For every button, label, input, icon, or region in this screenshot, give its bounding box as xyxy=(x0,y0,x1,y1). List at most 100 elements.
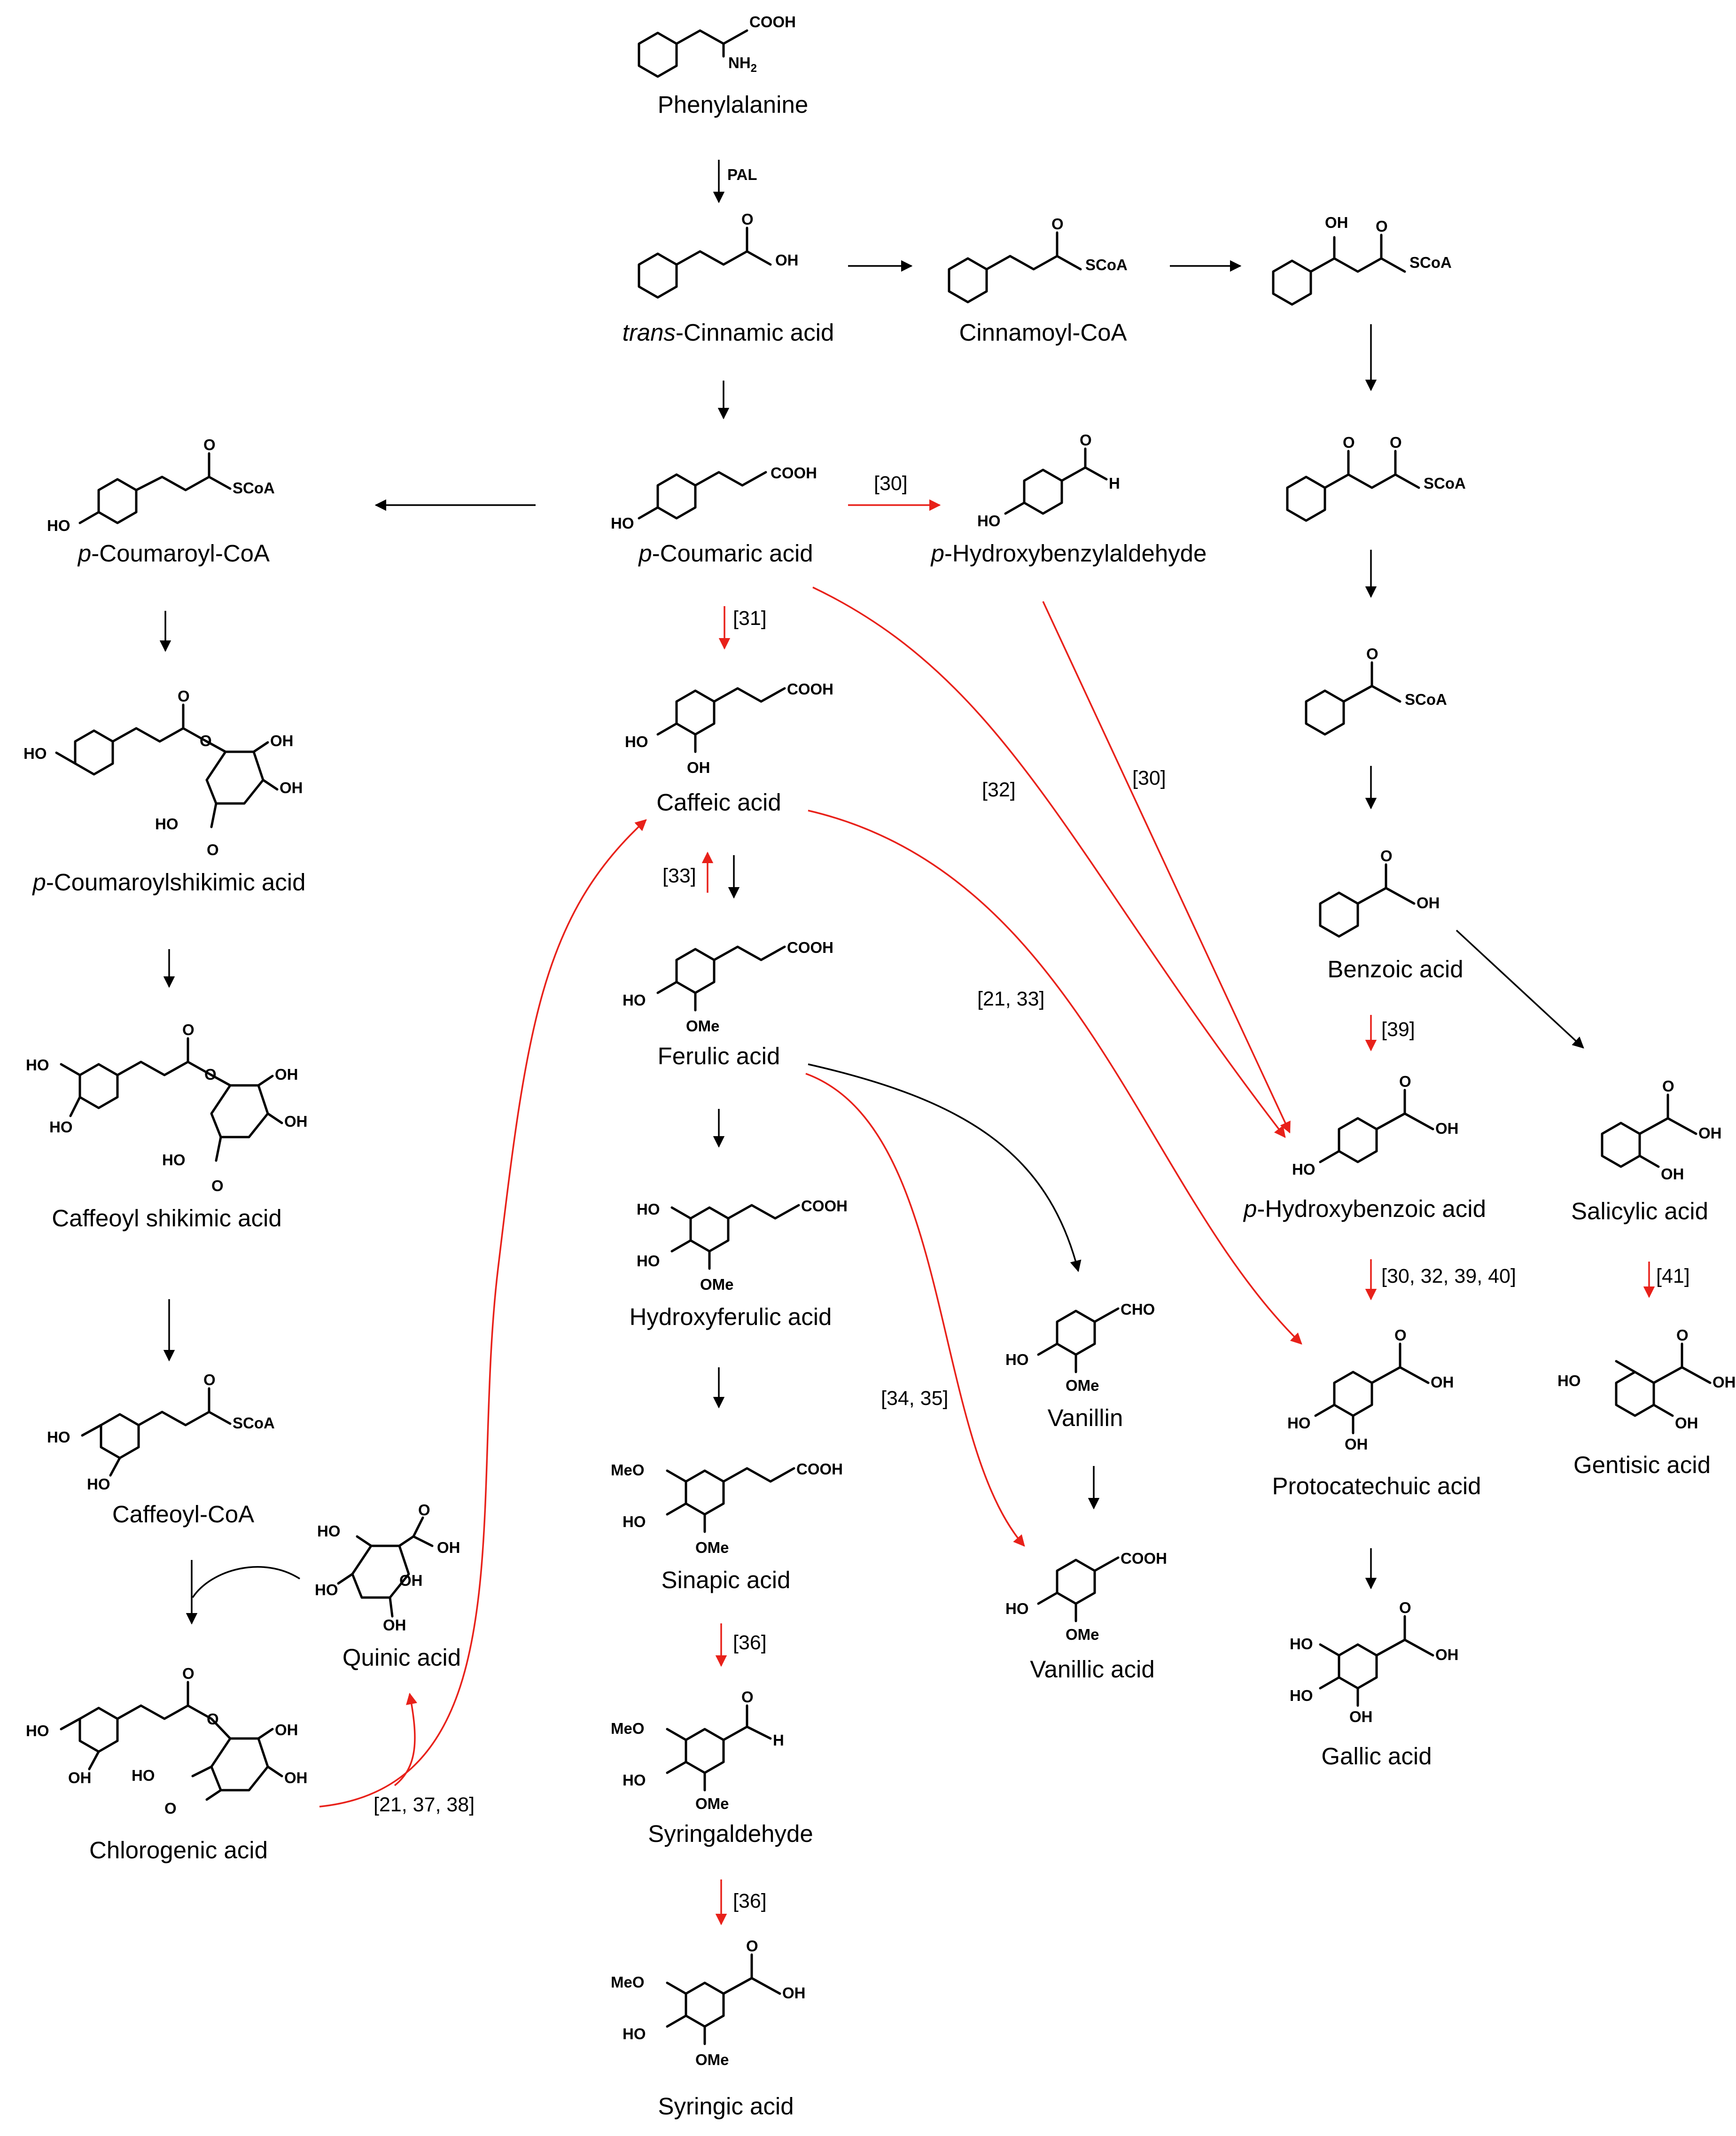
pcoucoa-ho: HO xyxy=(47,517,70,534)
pcoucoa-scoa: SCoA xyxy=(233,479,275,497)
structure-p-coumaroylshikimic: O O HO OH OH HO O xyxy=(23,687,303,858)
phe-cooh: COOH xyxy=(749,13,796,31)
phbald-o: O xyxy=(1080,431,1092,449)
qa-oh3: OH xyxy=(383,1616,406,1634)
label-caffeoyl-coa: Caffeoyl-CoA xyxy=(112,1501,254,1528)
cs-ho3: HO xyxy=(162,1151,186,1169)
gal-ho2: HO xyxy=(1290,1687,1313,1704)
structure-vanillic: COOH HO OMe xyxy=(1005,1550,1167,1643)
pca-ho: HO xyxy=(1287,1414,1311,1432)
chl-ho2: HO xyxy=(132,1767,155,1784)
pcs-oh1: OH xyxy=(270,732,294,749)
pcs-o1: O xyxy=(178,687,190,705)
chl-oh3: OH xyxy=(284,1769,308,1786)
enzyme-pal: PAL xyxy=(727,166,757,183)
syr-meo: MeO xyxy=(611,1973,645,1991)
hyd-scoa: SCoA xyxy=(1409,254,1452,271)
qa-oh1: OH xyxy=(437,1539,460,1556)
ccoa-o: O xyxy=(203,1371,216,1388)
chl-o1: O xyxy=(182,1665,195,1682)
bzcoa-o: O xyxy=(1366,645,1378,663)
structure-cinnamic: O OH xyxy=(638,210,799,299)
structure-hydroxy-phenylpropanoyl-coa: OH O SCoA xyxy=(1272,214,1452,306)
phe-nh: NH2 xyxy=(728,54,757,75)
ref-31: [31] xyxy=(733,607,767,630)
structure-caffeoyl-shikimic: O O HO HO OH OH HO O xyxy=(26,1021,308,1194)
oxo-scoa: SCoA xyxy=(1424,475,1466,492)
structure-gallic: O OH HO HO OH xyxy=(1290,1599,1459,1725)
pcs-o2: O xyxy=(200,732,212,749)
ref-30-top: [30] xyxy=(874,472,908,495)
oxo-o1: O xyxy=(1343,434,1355,451)
sal-oh2: OH xyxy=(1661,1165,1684,1183)
structure-sinapic: COOH MeO HO OMe xyxy=(611,1460,843,1556)
microbial-arrows xyxy=(319,499,1655,1926)
chl-oh2: OH xyxy=(275,1721,298,1738)
van-ho: HO xyxy=(1005,1351,1029,1368)
structure-p-coumaroyl-coa: O SCoA HO xyxy=(47,436,275,534)
syr-oh: OH xyxy=(782,1984,806,2002)
red-chlorogenic-to-quinic xyxy=(394,1692,418,1786)
oxo-o2: O xyxy=(1390,434,1402,451)
ref-36-a: [36] xyxy=(733,1631,767,1654)
enzymatic-arrows xyxy=(159,160,1584,1625)
cin-coa-scoa: SCoA xyxy=(1085,256,1128,273)
pcs-o3: O xyxy=(207,841,219,858)
red-coumaric-to-phba xyxy=(812,586,1286,1138)
hyd-oh: OH xyxy=(1325,214,1348,231)
label-vanillin: Vanillin xyxy=(1048,1404,1123,1431)
cs-o2: O xyxy=(204,1066,217,1083)
label-protocatechuic: Protocatechuic acid xyxy=(1272,1473,1481,1499)
label-cinnamic: trans-Cinnamic acid xyxy=(623,319,834,346)
pcs-oh2: OH xyxy=(280,779,303,796)
label-caffeic: Caffeic acid xyxy=(656,789,781,816)
hfer-ho2: HO xyxy=(637,1252,660,1270)
fer-ho: HO xyxy=(623,991,646,1009)
structure-cinnamoyl-coa: O SCoA xyxy=(948,215,1128,304)
label-hydroxyferulic: Hydroxyferulic acid xyxy=(630,1303,832,1330)
gal-oh2: OH xyxy=(1349,1708,1373,1725)
gen-oh2: OH xyxy=(1675,1414,1698,1432)
syr-o: O xyxy=(746,1937,758,1955)
ccoa-ho1: HO xyxy=(47,1428,70,1446)
vana-ho: HO xyxy=(1005,1600,1029,1617)
chl-ho1: HO xyxy=(26,1722,49,1739)
hfer-ho1: HO xyxy=(637,1201,660,1218)
structure-chlorogenic: O O HO OH OH OH HO O xyxy=(26,1665,308,1817)
label-syringic: Syringic acid xyxy=(658,2093,794,2120)
sal-oh1: OH xyxy=(1698,1124,1722,1142)
sin-ho: HO xyxy=(623,1513,646,1530)
label-ferulic: Ferulic acid xyxy=(658,1043,780,1069)
vana-ome: OMe xyxy=(1066,1626,1099,1643)
vana-cooh: COOH xyxy=(1121,1550,1167,1567)
structure-oxo-phenylpropanoyl-coa: O O SCoA xyxy=(1286,434,1466,522)
structure-p-hydroxybenzylaldehyde: O H HO xyxy=(977,431,1120,530)
bz-o: O xyxy=(1380,847,1393,865)
ref-30-mid: [30] xyxy=(1132,767,1166,789)
structure-caffeoyl-coa: O SCoA HO HO xyxy=(47,1371,275,1493)
arrow-quinic-to-chlorogenic xyxy=(192,1566,300,1598)
chl-oh1: OH xyxy=(68,1769,92,1786)
phba-o: O xyxy=(1399,1073,1411,1090)
pcou-ho: HO xyxy=(611,515,634,532)
label-p-coumaric: p-Coumaric acid xyxy=(638,540,813,567)
structure-vanillin: CHO HO OMe xyxy=(1005,1301,1155,1394)
ref-36-b: [36] xyxy=(733,1890,767,1912)
qa-oh2: OH xyxy=(399,1572,423,1589)
arrow-ferulic-to-vanillin xyxy=(808,1063,1082,1272)
red-hbald-to-phba xyxy=(1042,601,1291,1134)
cin-o: O xyxy=(741,210,754,228)
phba-ho: HO xyxy=(1292,1161,1316,1178)
hfer-cooh: COOH xyxy=(801,1197,848,1215)
label-salicylic: Salicylic acid xyxy=(1571,1198,1708,1224)
syrald-o: O xyxy=(741,1688,754,1706)
caf-oh: OH xyxy=(687,759,710,776)
cin-coa-o: O xyxy=(1051,215,1064,233)
structure-ferulic: COOH HO OMe xyxy=(623,939,833,1035)
gal-ho1: HO xyxy=(1290,1635,1313,1653)
label-caffeoyl-shikimic: Caffeoyl shikimic acid xyxy=(52,1205,281,1232)
pca-o: O xyxy=(1394,1326,1407,1344)
label-syringaldehyde: Syringaldehyde xyxy=(648,1820,813,1847)
gen-ho: HO xyxy=(1557,1372,1581,1389)
